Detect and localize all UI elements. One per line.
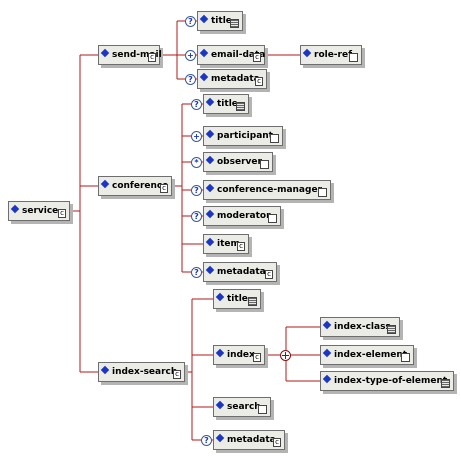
send-mail-label: send-mail <box>112 50 162 60</box>
element-diamond-icon <box>205 155 215 165</box>
one-or-more-badge: + <box>191 131 202 142</box>
element-diamond-icon <box>322 348 332 358</box>
index-search-label: index-search <box>112 367 178 377</box>
index-node[interactable]: index c <box>213 345 265 365</box>
metadata-node[interactable]: metadata c <box>197 69 267 89</box>
element-list-icon <box>248 297 257 306</box>
element-diamond-icon <box>205 97 215 107</box>
simple-type-icon <box>401 353 410 362</box>
send-mail-node[interactable]: send-mail c <box>98 45 162 65</box>
observer-node[interactable]: observer <box>203 152 273 172</box>
element-diamond-icon <box>205 183 215 193</box>
conference-label: conference <box>112 181 169 191</box>
moderator-label: moderator <box>217 211 271 221</box>
element-diamond-icon <box>205 209 215 219</box>
item-label: item <box>217 239 240 249</box>
element-diamond-icon <box>322 320 332 330</box>
complex-type-icon: c <box>58 209 66 218</box>
element-diamond-icon <box>199 48 209 58</box>
title-node[interactable]: title <box>213 289 261 309</box>
title-node[interactable]: title <box>197 11 243 31</box>
element-diamond-icon <box>302 48 312 58</box>
optional-badge: ? <box>191 267 202 278</box>
complex-type-icon: c <box>148 53 156 62</box>
simple-type-icon <box>260 160 269 169</box>
simple-type-icon <box>270 134 279 143</box>
index-class-label: index-class <box>334 322 391 332</box>
element-list-icon <box>387 325 396 334</box>
complex-type-icon: c <box>253 353 261 362</box>
participant-node[interactable]: participant <box>203 126 283 146</box>
element-diamond-icon <box>205 237 215 247</box>
complex-type-icon: c <box>265 270 273 279</box>
element-diamond-icon <box>215 292 225 302</box>
metadata-label: metadata <box>217 267 266 277</box>
element-list-icon <box>230 19 239 28</box>
element-diamond-icon <box>215 400 225 410</box>
element-diamond-icon <box>215 348 225 358</box>
element-diamond-icon <box>10 204 20 214</box>
search-node[interactable]: search <box>213 397 271 417</box>
moderator-node[interactable]: moderator <box>203 206 281 226</box>
complex-type-icon: c <box>273 438 281 447</box>
title-label: title <box>227 294 248 304</box>
element-list-icon <box>236 102 245 111</box>
title-node[interactable]: title <box>203 94 249 114</box>
index-search-node[interactable]: index-search c <box>98 362 185 382</box>
observer-label: observer <box>217 157 262 167</box>
item-node[interactable]: item c <box>203 234 249 254</box>
simple-type-icon <box>258 405 267 414</box>
index-element-label: index-element <box>334 350 408 360</box>
email-data-node[interactable]: email-data c <box>197 45 265 65</box>
index-type-of-element-node[interactable]: index-type-of-element <box>320 371 454 391</box>
index-type-of-element-label: index-type-of-element <box>334 376 448 386</box>
element-diamond-icon <box>100 48 110 58</box>
element-list-icon <box>441 379 450 388</box>
metadata-label: metadata <box>211 74 260 84</box>
complex-type-icon: c <box>237 242 245 251</box>
index-label: index <box>227 350 255 360</box>
index-class-node[interactable]: index-class <box>320 317 400 337</box>
metadata-label: metadata <box>227 435 276 445</box>
metadata-node[interactable]: metadata c <box>203 262 277 282</box>
element-diamond-icon <box>322 374 332 384</box>
email-data-label: email-data <box>211 50 266 60</box>
optional-badge: ? <box>191 99 202 110</box>
optional-badge: ? <box>185 74 196 85</box>
role-ref-node[interactable]: role-ref <box>300 45 362 65</box>
optional-badge: ? <box>185 16 196 27</box>
participant-label: participant <box>217 131 273 141</box>
conference-node[interactable]: conference c <box>98 176 172 196</box>
element-diamond-icon <box>199 14 209 24</box>
optional-badge: ? <box>191 185 202 196</box>
element-diamond-icon <box>205 265 215 275</box>
title-label: title <box>217 99 238 109</box>
sequence-compositor-icon <box>280 350 291 361</box>
role-ref-label: role-ref <box>314 50 353 60</box>
element-diamond-icon <box>215 433 225 443</box>
conference-manager-label: conference-manager <box>217 185 322 195</box>
title-label: title <box>211 16 232 26</box>
metadata-node[interactable]: metadata c <box>213 430 285 450</box>
complex-type-icon: c <box>173 370 181 379</box>
simple-type-icon <box>318 188 327 197</box>
element-diamond-icon <box>100 365 110 375</box>
search-label: search <box>227 402 261 412</box>
element-diamond-icon <box>100 179 110 189</box>
conference-manager-node[interactable]: conference-manager <box>203 180 331 200</box>
simple-type-icon <box>349 53 358 62</box>
simple-type-icon <box>268 214 277 223</box>
element-diamond-icon <box>199 72 209 82</box>
one-or-more-badge: + <box>185 50 196 61</box>
zero-or-more-badge: * <box>191 157 202 168</box>
service-label: service <box>22 206 59 216</box>
complex-type-icon: c <box>255 77 263 86</box>
optional-badge: ? <box>191 211 202 222</box>
complex-type-icon: c <box>160 184 168 193</box>
index-element-node[interactable]: index-element <box>320 345 414 365</box>
complex-type-icon: c <box>253 53 261 62</box>
element-diamond-icon <box>205 129 215 139</box>
optional-badge: ? <box>201 435 212 446</box>
service-node[interactable]: service c <box>8 201 70 221</box>
